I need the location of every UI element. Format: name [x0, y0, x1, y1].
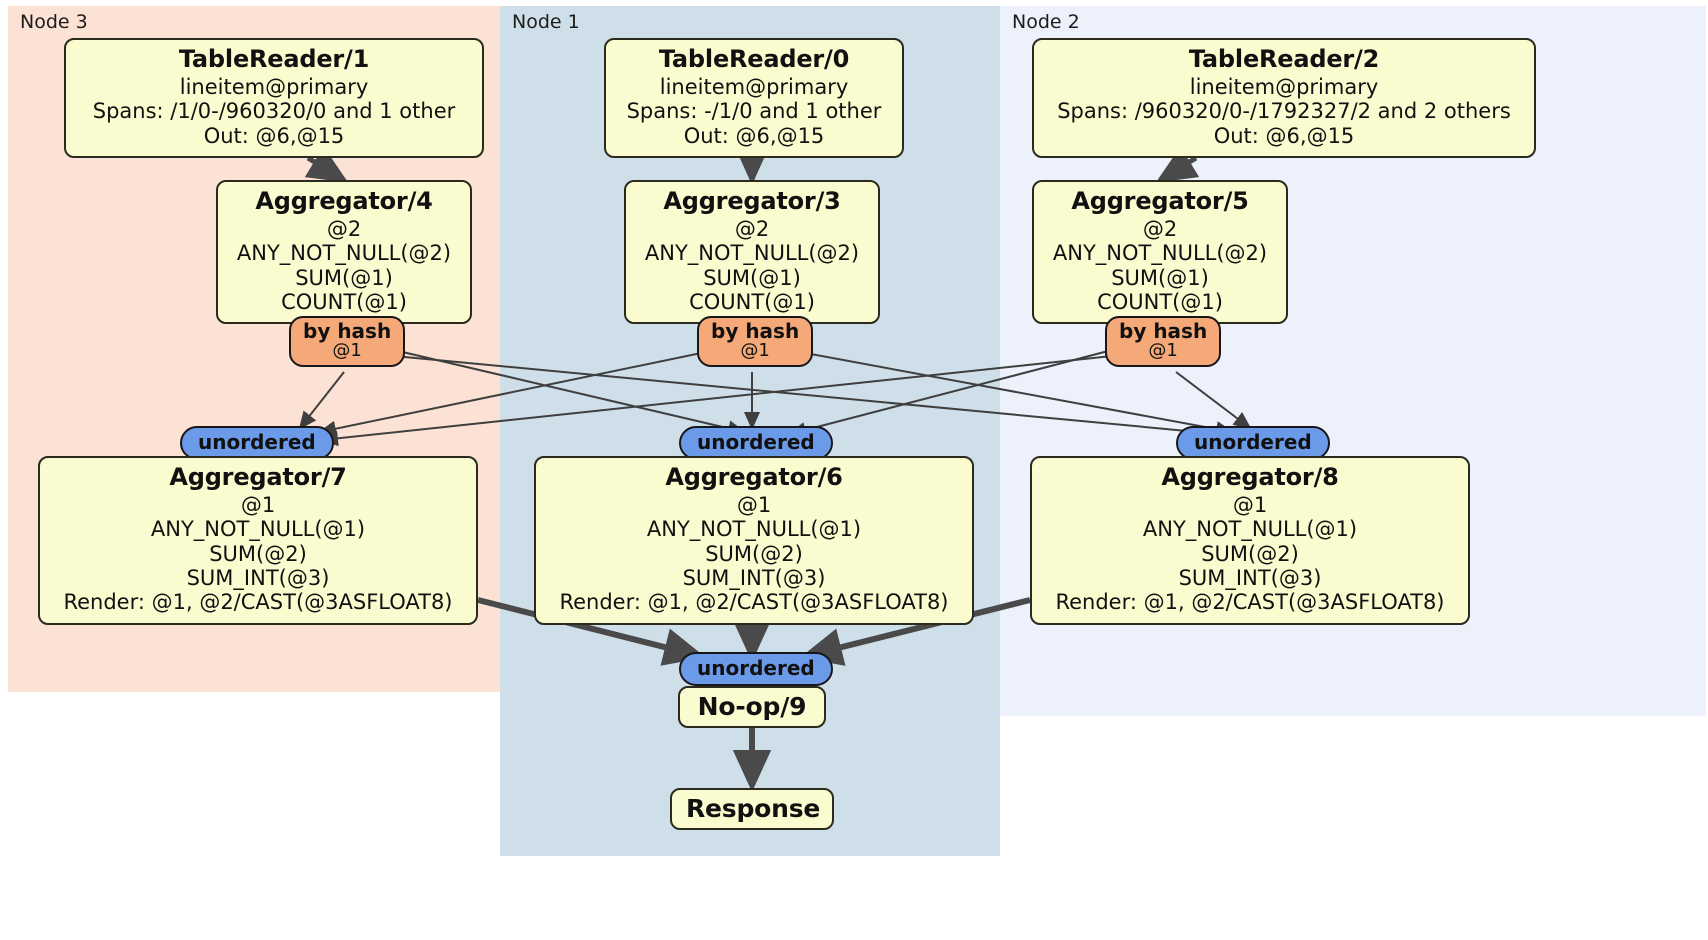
synchronizer-badge-unordered-final[interactable]: unordered [679, 652, 833, 686]
processor-render-line: Render: @1, @2/CAST(@3ASFLOAT8) [559, 590, 949, 615]
router-badge-by-hash-center[interactable]: by hash @1 [697, 316, 814, 367]
processor-line: ANY_NOT_NULL(@2) [1052, 241, 1268, 266]
synchronizer-badge-title: unordered [697, 656, 815, 680]
synchronizer-badge-unordered-left[interactable]: unordered [180, 426, 334, 460]
processor-tablereader-0[interactable]: TableReader/0 lineitem@primary Spans: -/… [604, 38, 904, 158]
processor-title: TableReader/2 [1188, 45, 1380, 73]
processor-line: Spans: -/1/0 and 1 other [626, 99, 882, 124]
processor-line: SUM(@2) [1201, 541, 1299, 566]
processor-line: ANY_NOT_NULL(@1) [150, 517, 366, 542]
processor-line: Out: @6,@15 [1213, 123, 1355, 148]
processor-title: Aggregator/3 [663, 187, 841, 215]
processor-title: Aggregator/8 [1161, 463, 1339, 491]
router-badge-by-hash-right[interactable]: by hash @1 [1105, 316, 1222, 367]
processor-line: ANY_NOT_NULL(@1) [1142, 517, 1358, 542]
router-badge-title: by hash [711, 319, 800, 343]
processor-line: SUM_INT(@3) [682, 565, 826, 590]
processor-line: SUM(@1) [703, 265, 801, 290]
processor-line: COUNT(@1) [689, 289, 815, 314]
processor-title: Aggregator/6 [665, 463, 843, 491]
processor-noop-9[interactable]: No-op/9 [678, 686, 826, 728]
processor-line: SUM_INT(@3) [1178, 565, 1322, 590]
processor-line: SUM(@2) [209, 541, 307, 566]
processor-line: lineitem@primary [179, 74, 369, 99]
processor-title: No-op/9 [697, 692, 807, 721]
processor-title: TableReader/0 [658, 45, 850, 73]
synchronizer-badge-unordered-right[interactable]: unordered [1176, 426, 1330, 460]
processor-line: @1 [736, 492, 772, 517]
processor-tablereader-1[interactable]: TableReader/1 lineitem@primary Spans: /1… [64, 38, 484, 158]
processor-response[interactable]: Response [670, 788, 834, 830]
processor-title: TableReader/1 [178, 45, 370, 73]
processor-aggregator-5[interactable]: Aggregator/5 @2 ANY_NOT_NULL(@2) SUM(@1)… [1032, 180, 1288, 325]
node-panel-label-node3: Node 3 [20, 11, 88, 33]
processor-line: Out: @6,@15 [203, 123, 345, 148]
processor-title: Response [686, 794, 821, 823]
node-panel-label-node1: Node 1 [512, 11, 580, 33]
router-badge-title: by hash [303, 319, 392, 343]
processor-title: Aggregator/7 [169, 463, 347, 491]
synchronizer-badge-title: unordered [697, 430, 815, 454]
processor-line: ANY_NOT_NULL(@2) [236, 241, 452, 266]
processor-title: Aggregator/5 [1071, 187, 1249, 215]
processor-line: @2 [1142, 216, 1178, 241]
router-badge-by-hash-left[interactable]: by hash @1 [289, 316, 406, 367]
processor-line: ANY_NOT_NULL(@2) [644, 241, 860, 266]
processor-aggregator-8[interactable]: Aggregator/8 @1 ANY_NOT_NULL(@1) SUM(@2)… [1030, 456, 1470, 625]
processor-line: lineitem@primary [659, 74, 849, 99]
processor-line: @2 [326, 216, 362, 241]
processor-tablereader-2[interactable]: TableReader/2 lineitem@primary Spans: /9… [1032, 38, 1536, 158]
processor-line: @2 [734, 216, 770, 241]
processor-render-line: Render: @1, @2/CAST(@3ASFLOAT8) [63, 590, 453, 615]
processor-line: SUM(@1) [1111, 265, 1209, 290]
processor-title: Aggregator/4 [255, 187, 433, 215]
processor-line: SUM_INT(@3) [186, 565, 330, 590]
processor-line: Spans: /1/0-/960320/0 and 1 other [92, 99, 456, 124]
processor-line: @1 [240, 492, 276, 517]
synchronizer-badge-title: unordered [198, 430, 316, 454]
router-badge-title: by hash [1119, 319, 1208, 343]
router-badge-column: @1 [332, 340, 362, 361]
processor-aggregator-6[interactable]: Aggregator/6 @1 ANY_NOT_NULL(@1) SUM(@2)… [534, 456, 974, 625]
router-badge-column: @1 [1148, 340, 1178, 361]
processor-line: COUNT(@1) [281, 289, 407, 314]
processor-aggregator-3[interactable]: Aggregator/3 @2 ANY_NOT_NULL(@2) SUM(@1)… [624, 180, 880, 325]
processor-line: ANY_NOT_NULL(@1) [646, 517, 862, 542]
processor-aggregator-7[interactable]: Aggregator/7 @1 ANY_NOT_NULL(@1) SUM(@2)… [38, 456, 478, 625]
router-badge-column: @1 [740, 340, 770, 361]
processor-line: COUNT(@1) [1097, 289, 1223, 314]
processor-line: Out: @6,@15 [683, 123, 825, 148]
processor-line: lineitem@primary [1189, 74, 1379, 99]
processor-line: SUM(@1) [295, 265, 393, 290]
processor-aggregator-4[interactable]: Aggregator/4 @2 ANY_NOT_NULL(@2) SUM(@1)… [216, 180, 472, 325]
processor-line: Spans: /960320/0-/1792327/2 and 2 others [1057, 99, 1511, 124]
processor-line: SUM(@2) [705, 541, 803, 566]
processor-render-line: Render: @1, @2/CAST(@3ASFLOAT8) [1055, 590, 1445, 615]
processor-line: @1 [1232, 492, 1268, 517]
node-panel-label-node2: Node 2 [1012, 11, 1080, 33]
synchronizer-badge-title: unordered [1194, 430, 1312, 454]
synchronizer-badge-unordered-center[interactable]: unordered [679, 426, 833, 460]
